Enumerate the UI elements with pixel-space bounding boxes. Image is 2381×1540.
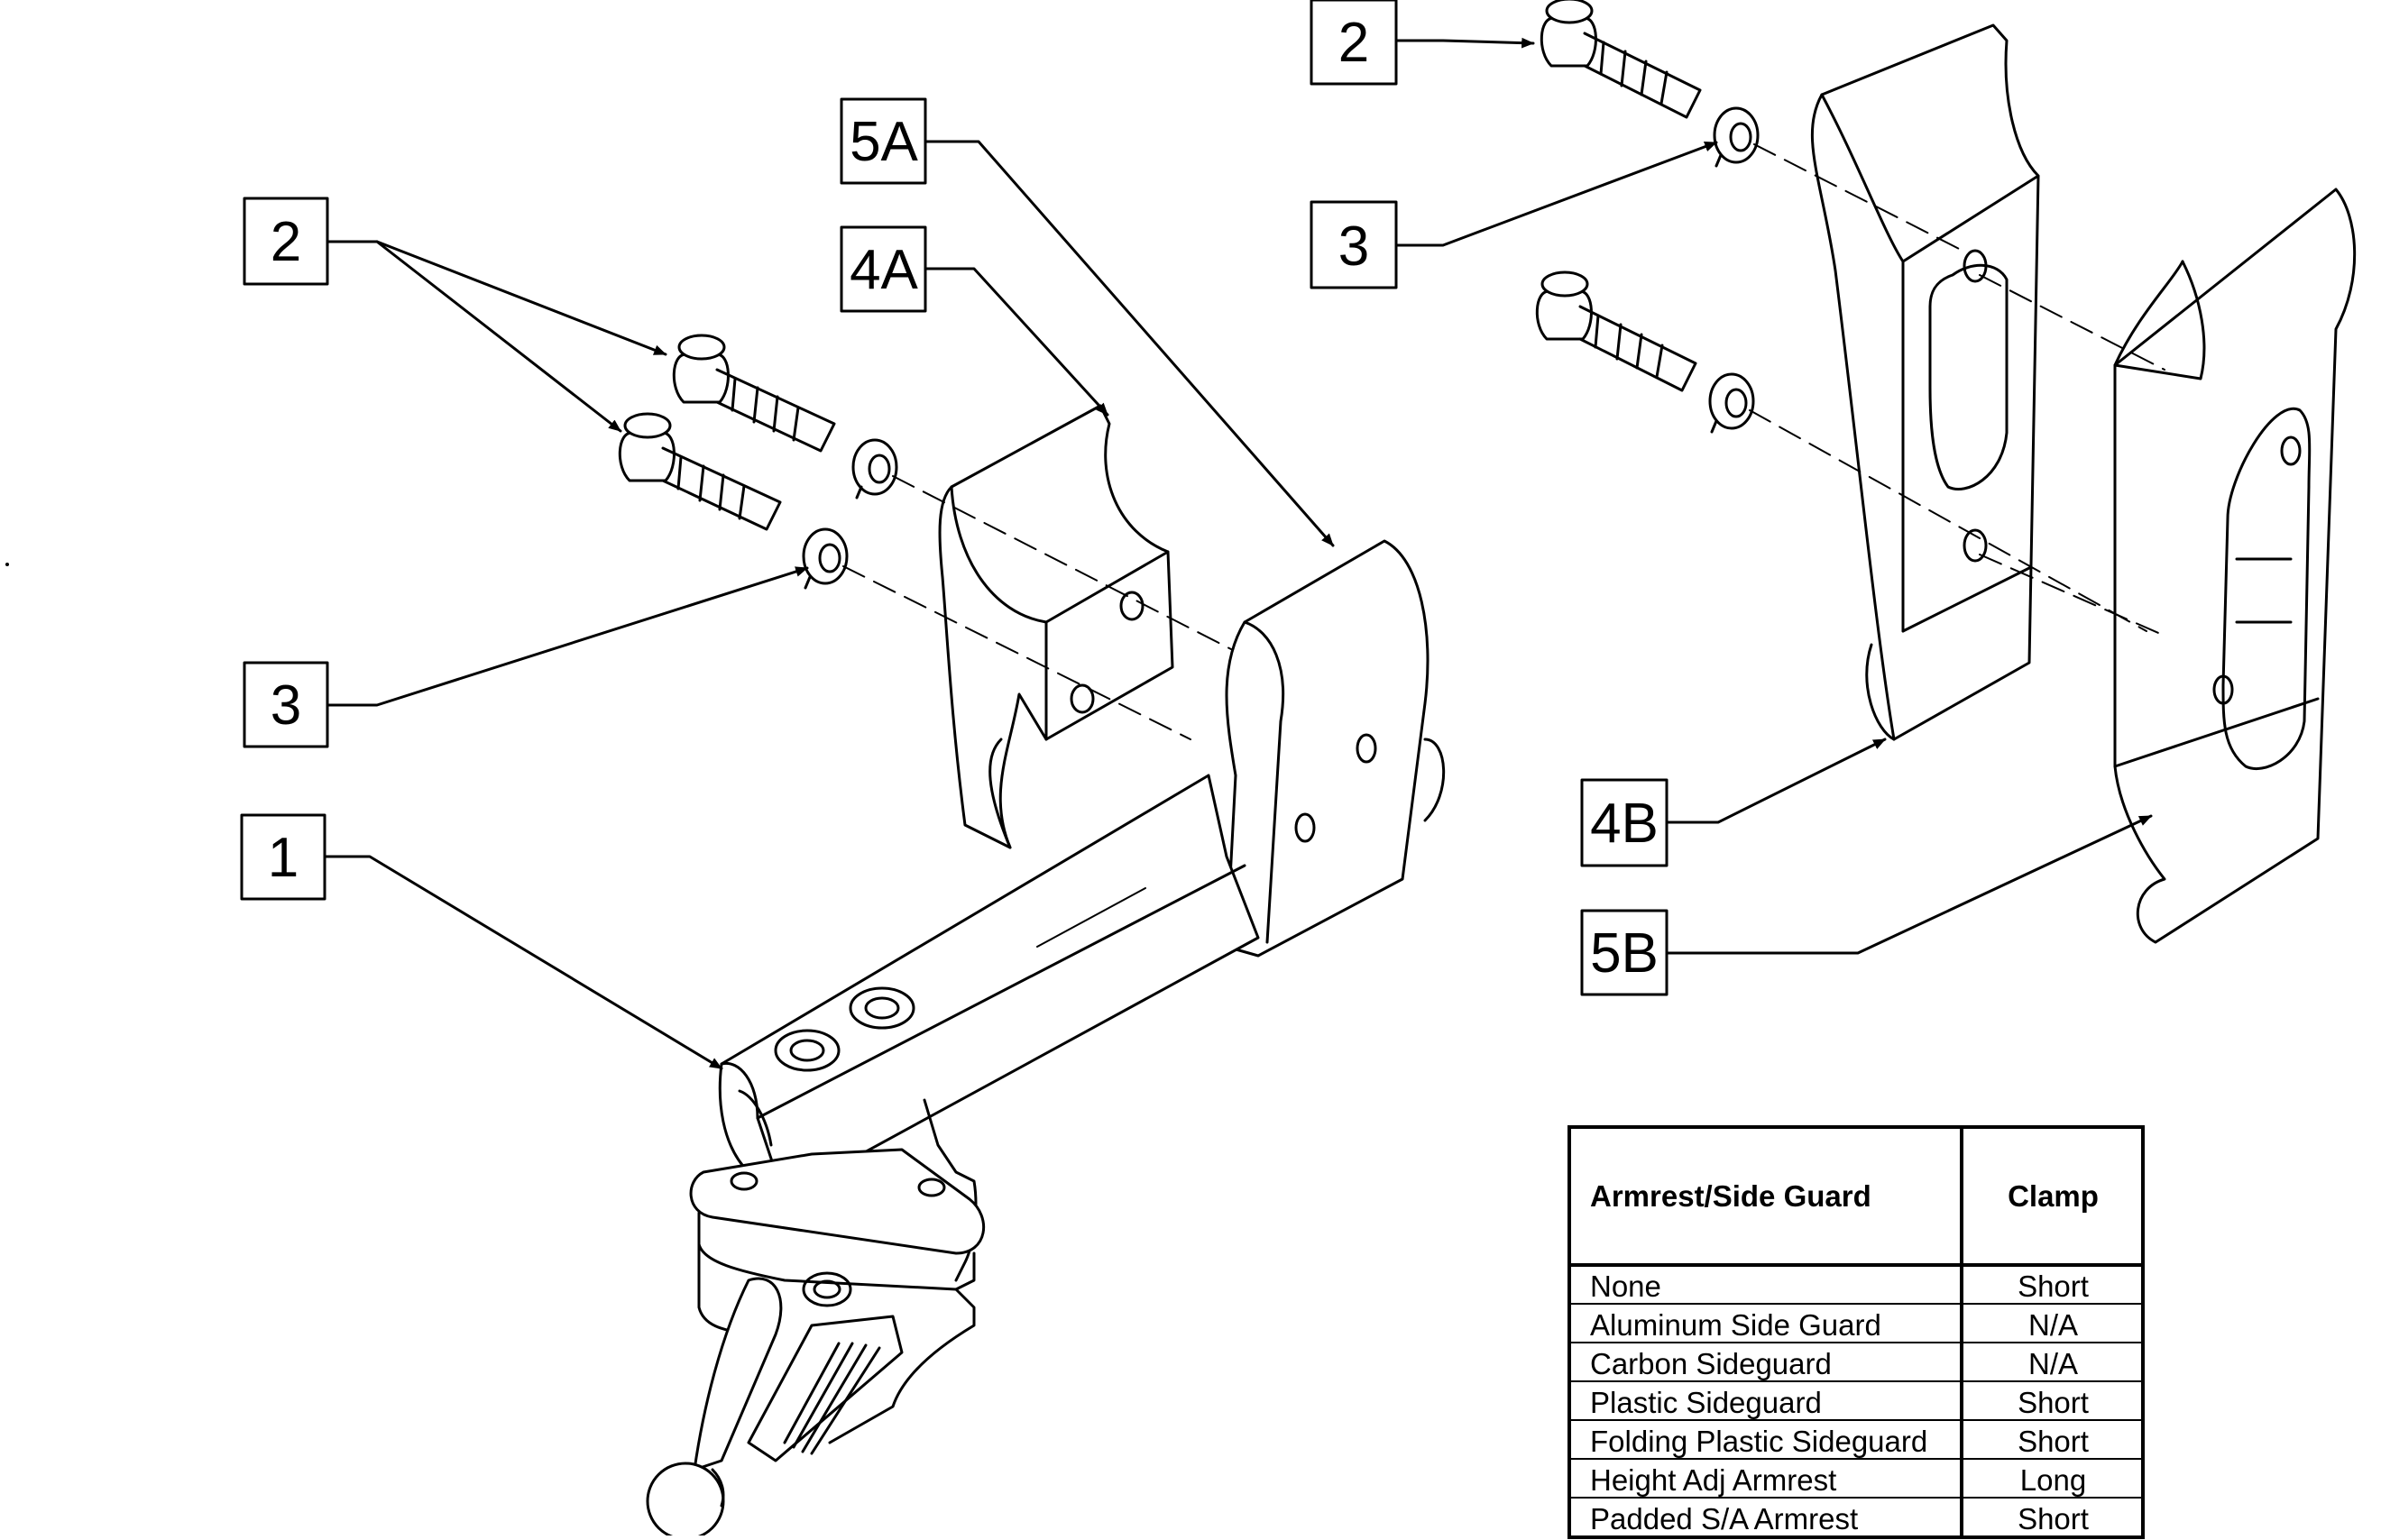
table-header-armrest: Armrest/Side Guard (1590, 1179, 1871, 1213)
leader-lines (323, 37, 2153, 1070)
table-cell-armrest: Folding Plastic Sideguard (1590, 1425, 1928, 1458)
lock-washer-right-top (1713, 106, 1760, 168)
callout-box-4b (1580, 778, 1669, 867)
callout-box-4a (840, 225, 927, 313)
rail-part-1 (718, 774, 1260, 1183)
callout-label-2-left: 2 (271, 211, 301, 273)
callout-label-4a: 4A (850, 239, 918, 301)
table-cell-clamp: Short (2018, 1502, 2089, 1535)
callout-box-5b (1580, 909, 1669, 996)
clamp-5a (1225, 539, 1446, 958)
table-header-clamp: Clamp (2008, 1179, 2099, 1213)
clamp-table: Armrest/Side Guard Clamp None Short Alum… (1567, 1125, 2145, 1540)
table-row: Aluminum Side Guard N/A (1567, 1306, 2145, 1343)
callout-label-1: 1 (268, 827, 299, 889)
table-cell-clamp: N/A (2027, 1308, 2078, 1342)
table-cell-armrest: Plastic Sideguard (1590, 1386, 1822, 1419)
callout-box-3-left (243, 661, 329, 748)
callout-label-4b: 4B (1590, 793, 1659, 855)
callout-box-5a (840, 97, 927, 185)
table-row: Plastic Sideguard Short (1567, 1384, 2145, 1420)
table-cell-armrest: Carbon Sideguard (1590, 1347, 1832, 1380)
table-cell-armrest: None (1590, 1270, 1661, 1303)
table-row: Padded S/A Armrest Short (1567, 1500, 2145, 1536)
table-cell-armrest: Padded S/A Armrest (1590, 1502, 1859, 1535)
table-row: Height Adj Armrest Long (1567, 1462, 2145, 1498)
callout-label-2-right: 2 (1338, 12, 1369, 74)
table-row: Folding Plastic Sideguard Short (1567, 1423, 2145, 1459)
table-cell-clamp: Long (2019, 1463, 2087, 1497)
callout-box-1 (240, 813, 326, 901)
callout-label-5a: 5A (850, 111, 918, 173)
lock-washer-left-top (851, 438, 898, 500)
table-cell-clamp: N/A (2027, 1347, 2078, 1380)
table-cell-armrest: Height Adj Armrest (1590, 1463, 1837, 1497)
release-lever (646, 1277, 904, 1535)
callout-label-3-left: 3 (271, 674, 301, 737)
pivot-base (689, 1098, 985, 1444)
screw-left-top (672, 334, 836, 453)
alignment-dashes (842, 143, 2165, 740)
clamp-4a (938, 404, 1174, 849)
lock-washer-right-bottom (1708, 372, 1755, 434)
stray-mark (5, 563, 9, 566)
table-cell-clamp: Short (2018, 1425, 2089, 1458)
table-cell-clamp: Short (2018, 1386, 2089, 1419)
clamp-5b (2113, 188, 2357, 944)
screw-right-bottom (1535, 270, 1697, 392)
screw-left-bottom (618, 412, 782, 531)
table-cell-armrest: Aluminum Side Guard (1590, 1308, 1881, 1342)
table-cell-clamp: Short (2018, 1270, 2089, 1303)
table-row: None Short (1567, 1268, 2145, 1304)
screw-right-top (1540, 0, 1702, 119)
callout-label-3-right: 3 (1338, 215, 1369, 278)
table-row: Carbon Sideguard N/A (1567, 1345, 2145, 1381)
lock-washer-left-bottom (802, 527, 849, 590)
callout-label-5b: 5B (1590, 922, 1659, 985)
clamp-4b (1810, 23, 2040, 741)
callout-box-2-left (243, 197, 329, 286)
